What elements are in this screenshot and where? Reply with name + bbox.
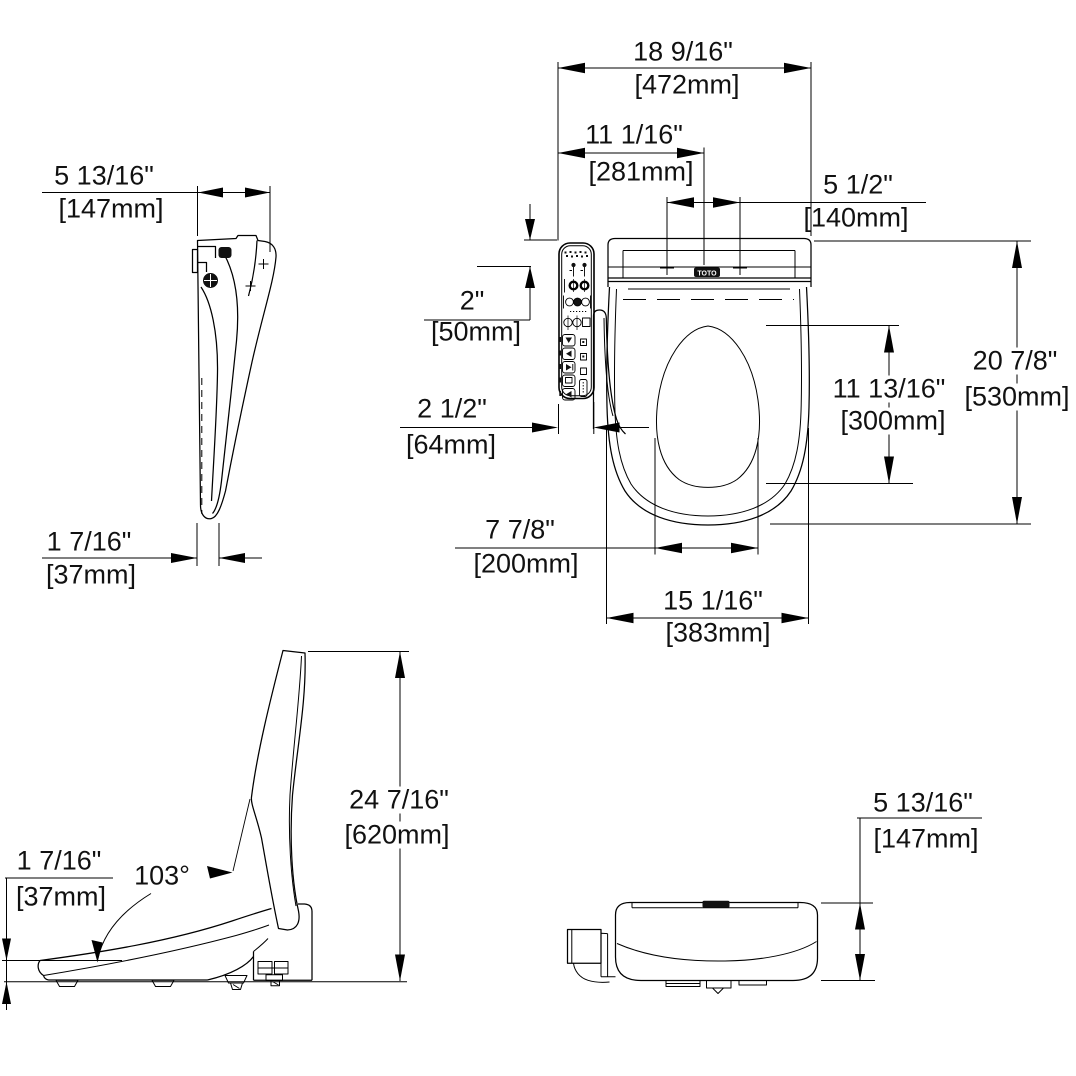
dim-seat-width-mm: [383mm] (665, 617, 771, 648)
dim-side-closed-thickness-mm: [37mm] (45, 559, 137, 590)
brand-badge-label: TOTO (697, 271, 717, 278)
dim-overall-width-in: 18 9/16" (633, 36, 733, 67)
dim-side-closed-width (42, 186, 271, 252)
dim-opening-length-mm: [300mm] (837, 407, 949, 435)
view-rear (566, 817, 982, 994)
dim-seat-width (606, 428, 809, 624)
dim-edge-to-bolt-in: 11 1/16" (585, 119, 683, 150)
dim-edge-to-bolt-mm: [281mm] (588, 156, 694, 187)
dim-bolt-spacing (666, 197, 926, 261)
dim-open-thickness-in: 1 7/16" (16, 845, 102, 876)
bumper-rear (224, 975, 248, 990)
brand-badge (694, 267, 720, 277)
bolt-cross-right (733, 261, 747, 275)
water-inlet (566, 928, 616, 983)
angle-arrow (207, 866, 233, 879)
dim-front-thickness-open (2, 877, 122, 1010)
dim-side-closed-thickness (42, 523, 262, 566)
dim-side-closed-width-mm: [147mm] (58, 193, 164, 224)
panel-buttons (562, 334, 576, 401)
view-top: TOTO (400, 62, 1031, 624)
bumper-mid (151, 979, 175, 987)
dim-bolt-spacing-in: 5 1/2" (823, 169, 893, 200)
dim-top-overall-width (557, 62, 812, 241)
hinge-damper (218, 247, 232, 258)
dim-overall-depth-mm: [530mm] (961, 383, 1073, 411)
dim-open-thickness-mm: [37mm] (15, 881, 107, 912)
dim-rear-height-in: 5 13/16" (873, 787, 973, 818)
dim-open-height-in: 24 7/16" (346, 786, 452, 814)
dim-opening-length-in: 11 13/16" (829, 375, 949, 403)
dim-open-height (308, 651, 409, 981)
led-dots (564, 251, 588, 258)
dim-seat-width-in: 15 1/16" (663, 585, 763, 616)
control-panel (558, 242, 595, 401)
rear-badge (702, 900, 730, 908)
dim-opening-width-mm: [200mm] (473, 548, 579, 579)
dim-top-edge-to-bolt-center (558, 147, 705, 265)
dim-top-to-bolt-mm: [50mm] (430, 316, 522, 347)
dim-panel-width-in: 2 1/2" (417, 393, 487, 424)
dim-open-height-mm: [620mm] (341, 821, 453, 849)
dim-top-to-bolt-in: 2" (459, 285, 485, 316)
dim-side-closed-thickness-in: 1 7/16" (46, 526, 132, 557)
dim-overall-depth-in: 20 7/8" (969, 347, 1061, 375)
dim-side-closed-width-in: 5 13/16" (54, 160, 154, 191)
bumper-front (55, 979, 79, 987)
hose (573, 963, 610, 983)
dim-panel-width-mm: [64mm] (405, 429, 497, 460)
dim-overall-depth (770, 240, 1031, 525)
dim-rear-height (821, 817, 982, 981)
view-side-closed (42, 186, 277, 566)
dim-opening-width-in: 7 7/8" (485, 514, 555, 545)
dim-overall-width-mm: [472mm] (634, 69, 740, 100)
dim-lid-angle: 103° (131, 862, 193, 890)
bowl-opening (655, 325, 761, 488)
dim-rear-height-mm: [147mm] (873, 823, 979, 854)
dim-panel-width (400, 402, 649, 434)
lid-open (250, 649, 306, 931)
dim-top-edge-to-bolt (424, 204, 557, 321)
dim-bolt-spacing-mm: [140mm] (803, 202, 909, 233)
bolt-cross-left (660, 261, 674, 275)
dim-opening-length (766, 325, 913, 484)
view-side-open (2, 649, 409, 1010)
